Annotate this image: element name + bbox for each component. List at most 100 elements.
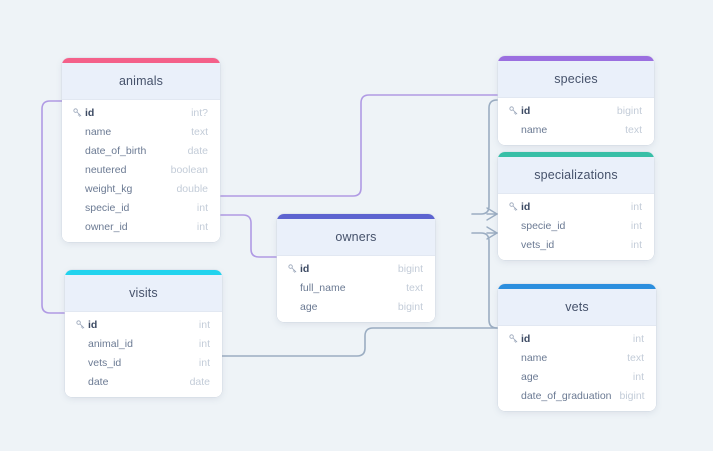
field-animals-specie_id[interactable]: specie_id int [62,198,220,217]
field-visits-id[interactable]: id int [65,315,222,334]
accent-bar-visits [65,270,222,275]
fields-animals: id int? name text date_of_birth date neu… [62,100,220,242]
field-vets-date_of_graduation[interactable]: date_of_graduation bigint [498,386,656,405]
edge-animals-owner-owners [220,214,277,258]
field-species-id[interactable]: id bigint [498,101,654,120]
table-title-specializations: specializations [498,157,654,194]
field-visits-vets_id[interactable]: vets_id int [65,353,222,372]
accent-bar-owners [277,214,435,219]
field-name-specie_id: specie_id [521,219,566,232]
table-title-animals: animals [62,63,220,100]
field-type-specie_id: int [196,201,208,214]
field-name-date_of_graduation: date_of_graduation [521,389,612,402]
field-type-name: text [191,125,208,138]
accent-bar-species [498,56,654,61]
field-name-neutered: neutered [85,163,127,176]
field-specializations-id[interactable]: id int [498,197,654,216]
key-slot-pk [71,108,83,117]
field-type-date_of_birth: date [187,144,208,157]
edge-visits-vets [221,327,498,357]
field-type-name: text [625,123,642,136]
edge-vets-specializations [471,232,498,329]
table-animals[interactable]: animals id int? name text date_of_birth … [62,58,220,242]
field-type-animal_id: int [198,337,210,350]
field-name-id: id [521,104,531,117]
field-animals-weight_kg[interactable]: weight_kg double [62,179,220,198]
primary-key-icon [508,106,517,115]
field-name-id: id [521,200,531,213]
field-animals-date_of_birth[interactable]: date_of_birth date [62,141,220,160]
field-name-vets_id: vets_id [521,238,555,251]
field-type-vets_id: int [198,356,210,369]
field-name-id: id [88,318,98,331]
field-type-name: text [627,351,644,364]
table-title-vets: vets [498,289,656,326]
key-slot-pk [507,334,519,343]
field-vets-age[interactable]: age int [498,367,656,386]
field-animals-id[interactable]: id int? [62,103,220,122]
field-name-age: age [521,370,539,383]
field-type-owner_id: int [196,220,208,233]
field-type-id: int [630,200,642,213]
field-owners-id[interactable]: id bigint [277,259,435,278]
field-name-name: name [85,125,112,138]
field-name-id: id [300,262,310,275]
field-animals-owner_id[interactable]: owner_id int [62,217,220,236]
primary-key-icon [287,264,296,273]
field-name-date_of_birth: date_of_birth [85,144,147,157]
key-slot-pk [507,106,519,115]
field-type-age: bigint [397,300,423,313]
field-vets-name[interactable]: name text [498,348,656,367]
table-vets[interactable]: vets id int name text age int date_of_gr… [498,284,656,411]
table-visits[interactable]: visits id int animal_id int vets_id int … [65,270,222,397]
primary-key-icon [72,108,81,117]
field-vets-id[interactable]: id int [498,329,656,348]
fields-vets: id int name text age int date_of_graduat… [498,326,656,411]
field-name-specie_id: specie_id [85,201,130,214]
field-type-weight_kg: double [176,182,208,195]
field-type-specie_id: int [630,219,642,232]
field-visits-animal_id[interactable]: animal_id int [65,334,222,353]
field-name-date: date [88,375,109,388]
field-name-weight_kg: weight_kg [85,182,133,195]
key-slot-pk [74,320,86,329]
fields-visits: id int animal_id int vets_id int date da… [65,312,222,397]
table-specializations[interactable]: specializations id int specie_id int vet… [498,152,654,260]
field-specializations-specie_id[interactable]: specie_id int [498,216,654,235]
field-owners-full_name[interactable]: full_name text [277,278,435,297]
field-owners-age[interactable]: age bigint [277,297,435,316]
table-owners[interactable]: owners id bigint full_name text age bigi… [277,214,435,322]
field-type-id: int? [191,106,208,119]
field-name-name: name [521,123,548,136]
field-species-name[interactable]: name text [498,120,654,139]
field-specializations-vets_id[interactable]: vets_id int [498,235,654,254]
field-name-id: id [85,106,95,119]
field-name-animal_id: animal_id [88,337,133,350]
fields-owners: id bigint full_name text age bigint [277,256,435,322]
accent-bar-specializations [498,152,654,157]
field-type-date: date [189,375,210,388]
field-name-age: age [300,300,318,313]
field-type-id: bigint [397,262,423,275]
field-animals-name[interactable]: name text [62,122,220,141]
field-name-owner_id: owner_id [85,220,128,233]
field-name-id: id [521,332,531,345]
field-type-vets_id: int [630,238,642,251]
field-type-full_name: text [406,281,423,294]
crowfoot-specializations-specie [486,207,498,221]
table-species[interactable]: species id bigint name text [498,56,654,145]
field-name-vets_id: vets_id [88,356,122,369]
edge-animals-specie-species [220,94,498,197]
field-visits-date[interactable]: date date [65,372,222,391]
crowfoot-specializations-vets [486,226,498,240]
field-type-id: int [198,318,210,331]
field-type-neutered: boolean [170,163,208,176]
field-type-id: bigint [616,104,642,117]
field-type-date_of_graduation: bigint [619,389,645,402]
field-animals-neutered[interactable]: neutered boolean [62,160,220,179]
field-name-full_name: full_name [300,281,346,294]
key-slot-pk [286,264,298,273]
table-title-owners: owners [277,219,435,256]
fields-specializations: id int specie_id int vets_id int [498,194,654,260]
